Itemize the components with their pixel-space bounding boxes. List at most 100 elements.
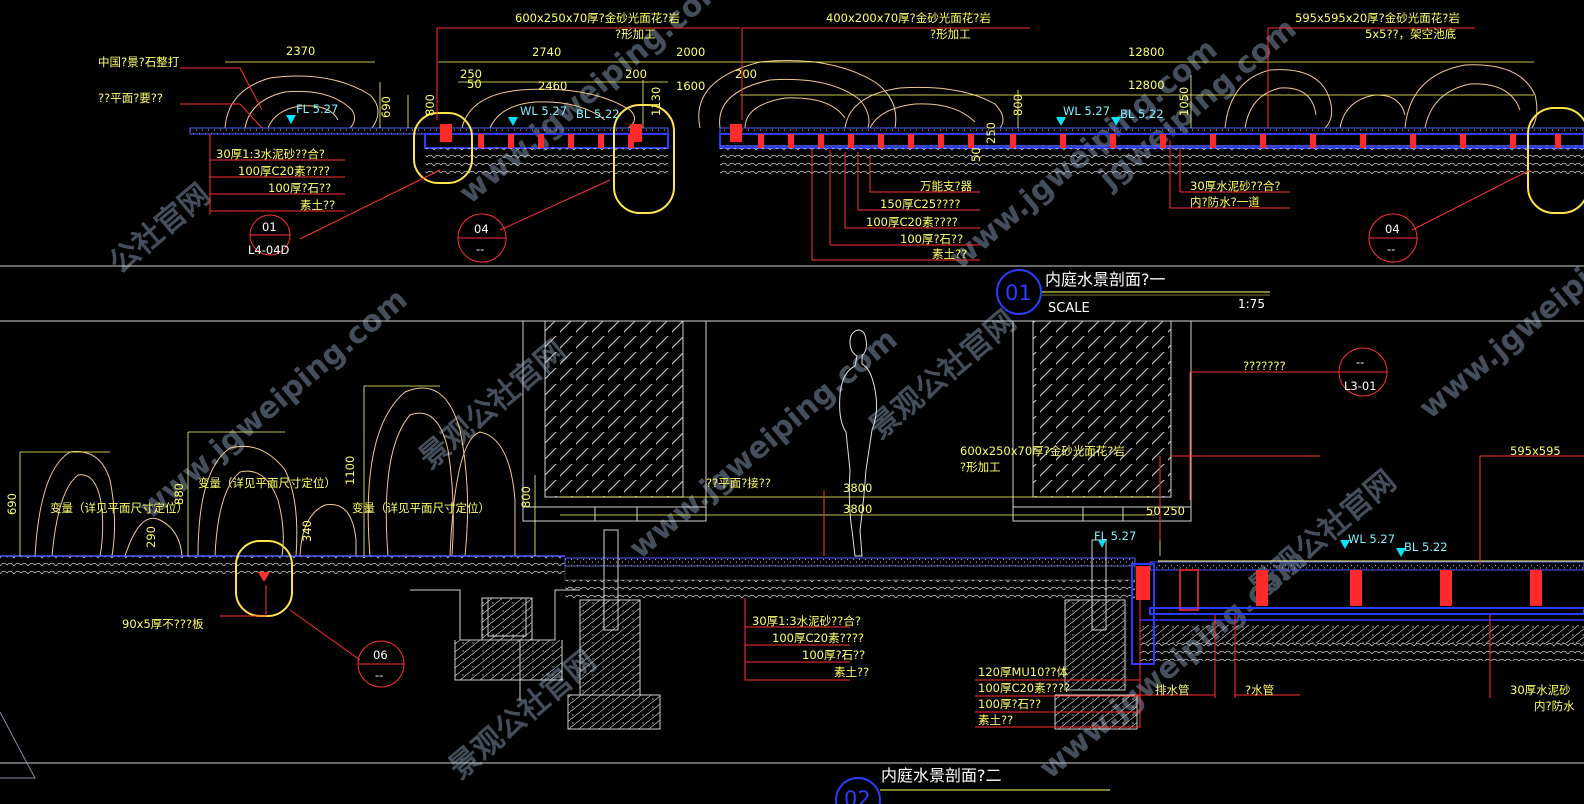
- section-1-circle-number: 01: [1005, 281, 1032, 305]
- level-wl: WL 5.27: [520, 104, 567, 118]
- callout-wall-note: ???????: [1243, 359, 1286, 373]
- detail-number: 06: [373, 648, 388, 662]
- dimension-text: 50: [1146, 504, 1161, 518]
- layer-label: 100厚?石??: [900, 232, 963, 246]
- dimension-text: 3800: [843, 502, 872, 516]
- dimension-text: 200: [735, 67, 757, 81]
- dimension-text: 2000: [676, 45, 705, 59]
- detail-callout-04b[interactable]: 04 --: [1368, 213, 1418, 263]
- detail-number: 01: [262, 220, 277, 234]
- layer-label: 万能支?器: [920, 179, 973, 193]
- dimension-text: 50: [969, 147, 983, 162]
- level-bl: BL 5.22: [1120, 107, 1164, 121]
- detail-number: 04: [474, 222, 489, 236]
- detail-callout-06[interactable]: 06 --: [357, 640, 405, 688]
- window-frame-left: [522, 320, 707, 522]
- dimension-text: 12800: [1128, 78, 1165, 92]
- detail-callout-01[interactable]: 01 L4-04D: [248, 214, 291, 257]
- callout-left-b: ??平面?要??: [98, 91, 163, 105]
- detail-ref: L3-01: [1344, 379, 1377, 393]
- watermark-site: www.jgweiping.com: [1413, 182, 1584, 426]
- variable-note: 变量（详见平面尺寸定位）: [50, 501, 188, 515]
- callout-top-right: 595x595: [1510, 444, 1561, 458]
- section-1-title-block: 01 内庭水景剖面?一 SCALE 1:75: [996, 269, 1270, 316]
- human-figure: [839, 329, 878, 557]
- layer-label: 素土??: [978, 713, 1013, 727]
- dimension-text: 250: [460, 67, 482, 81]
- callout-top-b2: ?形加工: [930, 27, 971, 41]
- section-2-ground: [0, 555, 1584, 661]
- dimension-text: 690: [379, 96, 393, 118]
- dimension-text: 800: [423, 94, 437, 116]
- leader-lines: [180, 27, 1531, 261]
- variable-note: 变量（详见平面尺寸定位）: [198, 476, 336, 490]
- dimension-lines-2: [19, 385, 1161, 556]
- section-1-scale-value: 1:75: [1238, 297, 1265, 311]
- callout-top-c1: 595x595x20厚?金砂光面花?岩: [1295, 11, 1460, 25]
- section-1-ground: [189, 127, 1584, 176]
- callout-top-b1: 400x200x70厚?金砂光面花?岩: [826, 11, 991, 25]
- dimension-text: 800: [519, 486, 533, 508]
- level-fl: FL 5.27: [296, 102, 338, 116]
- level-markers: [286, 115, 1121, 126]
- layer-label: 100厚C20素????: [866, 215, 958, 229]
- dimension-text: 1050: [1177, 87, 1191, 116]
- dimension-text: 3800: [843, 481, 872, 495]
- section-2-title-block: 02 内庭水景剖面?二: [835, 766, 1110, 804]
- pedestal-row: [440, 124, 1561, 148]
- layer-label: 素土??: [300, 198, 335, 212]
- layer-label: 内?防水?一道: [1190, 195, 1260, 209]
- dimension-text: 2460: [538, 79, 567, 93]
- variable-note: 变量（详见平面尺寸定位）: [352, 501, 490, 515]
- layer-label: 30厚水泥砂??合?: [1190, 179, 1280, 193]
- detail-ref: L4-04D: [248, 243, 290, 257]
- section-1-drawing[interactable]: 01 L4-04D 04 -- 04 -- 01 内庭水景剖面?一 SCALE …: [0, 27, 1584, 322]
- layer-label: 30厚1:3水泥砂??合?: [752, 614, 861, 628]
- dimension-text: 290: [144, 526, 158, 548]
- level-bl: BL 5.22: [576, 107, 620, 121]
- section-1-annotations: 600x250x70厚?金砂光面花?岩 ?形加工 400x200x70厚?金砂光…: [98, 11, 1460, 261]
- detail-callout-l3-01[interactable]: -- L3-01: [1338, 347, 1388, 397]
- section-2-title: 内庭水景剖面?二: [881, 766, 1002, 785]
- watermark-brand: 景观公社官网: [863, 304, 1023, 447]
- dimension-text: 880: [172, 483, 186, 505]
- dimension-text: 690: [5, 493, 19, 515]
- dimension-text: 340: [300, 520, 314, 542]
- window-frame-right: [1012, 320, 1192, 522]
- section-2-annotations: 变量（详见平面尺寸定位） 变量（详见平面尺寸定位） 变量（详见平面尺寸定位） ?…: [5, 359, 1575, 727]
- level-markers-2: [1098, 540, 1406, 557]
- callout-water-pipe: ?水管: [1245, 683, 1274, 697]
- plate-marker: [258, 572, 270, 582]
- level-wl: WL 5.27: [1063, 104, 1110, 118]
- detail-ref: --: [375, 668, 383, 682]
- watermark-site: www.jgweiping.com: [453, 0, 735, 211]
- dimension-text: 1100: [343, 456, 357, 485]
- detail-ref: --: [476, 242, 484, 256]
- north-triangle: [0, 711, 36, 779]
- detail-number: 04: [1385, 222, 1400, 236]
- layer-label: 120厚MU10??体: [978, 665, 1069, 679]
- layer-label: 30厚水泥砂: [1510, 683, 1571, 697]
- pond-structure: [1131, 560, 1584, 665]
- layer-label: 素土??: [932, 247, 967, 261]
- section-2-circle-number: 02: [844, 787, 871, 804]
- layer-label: 100厚C20素????: [772, 631, 864, 645]
- dimension-text: 200: [625, 67, 647, 81]
- callout-stone-1: 600x250x70厚?金砂光面花?岩: [960, 444, 1125, 458]
- layer-label: 100厚?石??: [268, 181, 331, 195]
- dimension-text: 250: [984, 122, 998, 144]
- layer-label: 100厚C20素????: [978, 681, 1070, 695]
- dimension-text: 2740: [532, 45, 561, 59]
- callout-top-c2: 5x5??，架空池底: [1365, 27, 1457, 41]
- section-2-drawing[interactable]: 06 -- -- L3-01 02 内庭水景剖面?二: [0, 320, 1584, 804]
- detail-callout-04a[interactable]: 04 --: [457, 213, 507, 263]
- level-fl: FL 5.27: [1094, 529, 1136, 543]
- section-1-title: 内庭水景剖面?一: [1045, 270, 1166, 289]
- dimension-text: 250: [1163, 504, 1185, 518]
- highlight-bubbles: [413, 104, 1584, 214]
- dimension-text: 50: [467, 77, 482, 91]
- rock-group: [224, 60, 1538, 129]
- dimension-text: 1600: [676, 79, 705, 93]
- callout-left-a: 中国?景?石整打: [98, 55, 180, 69]
